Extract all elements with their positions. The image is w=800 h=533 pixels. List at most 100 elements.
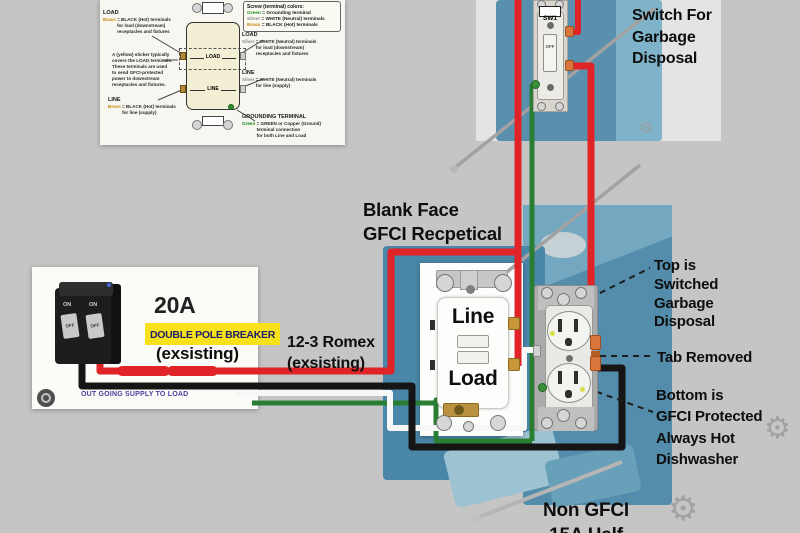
gfci-strap-screw — [466, 285, 475, 294]
gear-watermark: ⚙ — [639, 120, 654, 137]
outlet-slot — [574, 371, 578, 384]
inset-ear-screw — [192, 3, 202, 13]
outlet-strap-screw — [541, 417, 553, 429]
inset-line-text: LINE — [205, 86, 221, 92]
switch-screw — [547, 84, 554, 91]
switch-terminal — [565, 26, 574, 37]
gfci-strap-ear — [494, 274, 512, 292]
breaker-supply-note: OUT GOING SUPPLY TO LOAD — [81, 391, 189, 398]
outlet-hot-terminal-bottom — [590, 356, 601, 371]
right-box-knockout — [540, 232, 586, 258]
switch-label: Switch For Garbage Disposal — [632, 7, 712, 68]
breaker-graphic: ON ON OFF OFF — [55, 282, 123, 366]
breaker-off-label: OFF — [90, 322, 100, 329]
gfci-line-label: Line — [451, 305, 495, 328]
inset-load-left: LOAD Brass = BLACK (Hot) terminals for l… — [103, 10, 171, 35]
outlet-ground-hole — [565, 390, 572, 398]
outlet-neutral-terminal — [533, 345, 541, 357]
nail-top-head — [450, 165, 458, 173]
switch-tag: SW1 — [539, 6, 561, 22]
switch-device: SW1 OFF — [531, 0, 575, 114]
gfci-reset-button — [457, 351, 489, 364]
gfci-strap-ear — [436, 415, 452, 431]
breaker-on-label: ON — [89, 302, 98, 308]
tab-removed-note: Tab Removed — [657, 349, 753, 366]
legend-item-silver: Silver = WHITE (Neutral) terminals — [247, 16, 325, 22]
switch-tag-text: SW1 — [542, 15, 558, 22]
inset-legend: Screw (terminal) colors: Green = Groundi… — [243, 1, 341, 33]
inset-load-right: LOAD Silver = WHITE (Neutral) terminals … — [242, 32, 317, 57]
inset-ear-screw — [223, 120, 233, 130]
switch-screw — [547, 22, 554, 29]
outlet-bottom-note: Bottom is GFCI Protected Always Hot Dish… — [656, 387, 763, 468]
inset-terminal — [240, 85, 246, 93]
outlet-slot — [558, 319, 562, 332]
outlet-hot-terminal-top — [590, 335, 601, 350]
switch-toggle: OFF — [543, 34, 557, 72]
nail-bottom-head — [471, 513, 481, 523]
gfci-load-label: Load — [448, 367, 498, 390]
gear-watermark: ⚙ — [668, 490, 699, 528]
non-gfci-caption: Non GFCI 15A Half Hot — [543, 500, 629, 533]
breaker-toggle: OFF — [85, 313, 105, 339]
gfci-title: Blank Face GFCI Recpetical — [363, 199, 502, 245]
inset-receptacle-ear — [202, 116, 224, 126]
gfci-line-terminal — [508, 317, 520, 330]
duplex-outlet — [533, 283, 602, 433]
gfci-left-nub — [430, 320, 435, 330]
gfci-ground-screw — [454, 405, 464, 415]
gear-watermark: ⚙ — [764, 412, 791, 445]
gfci-left-nub — [430, 360, 435, 370]
switch-terminal — [565, 60, 574, 71]
breaker-type: DOUBLE POLE BREAKER — [150, 329, 275, 341]
inset-terminal — [240, 52, 246, 60]
inset-receptacle-ear — [202, 2, 224, 14]
inset-line-right: LINE Silver = WHITE (Neutral) terminals … — [242, 70, 317, 89]
outlet-strap-screw — [575, 417, 587, 429]
inset-ground-screw — [228, 104, 234, 110]
outlet-mount-screw — [557, 409, 570, 422]
gfci-load-terminal — [508, 358, 520, 371]
watermark-logo-ring — [41, 393, 51, 403]
inset-line-left: LINE Brass = BLACK (Hot) terminals for l… — [108, 97, 176, 116]
inset-load-text: LOAD — [203, 54, 223, 60]
outlet-indicator-dot — [550, 331, 555, 336]
switch-strap-screw — [555, 102, 564, 111]
outlet-top-note: Top is Switched Garbage Disposal — [654, 257, 719, 331]
inset-sticker-note: A (yellow) sticker typically covers the … — [112, 52, 173, 87]
outlet-slot — [558, 371, 562, 384]
gfci-test-button — [457, 335, 489, 348]
legend-item-brass: Brass = BLACK (Hot) terminals — [247, 22, 318, 28]
inset-diagram: Screw (terminal) colors: Green = Groundi… — [100, 0, 345, 145]
inset-ear-screw — [192, 120, 202, 130]
breaker-top-facet — [59, 282, 113, 296]
outlet-center-screw — [566, 355, 573, 362]
breaker-toggle: OFF — [60, 313, 80, 339]
outlet-indicator-dot — [580, 387, 585, 392]
inset-terminal — [180, 85, 186, 93]
inset-terminal — [180, 52, 186, 60]
inset-receptacle-body — [186, 22, 240, 110]
gfci-strap-ear — [490, 415, 506, 431]
legend-title: Screw (terminal) colors: — [247, 4, 304, 10]
gfci-strap-ear — [436, 274, 454, 292]
gfci-device: Line Load — [428, 265, 520, 437]
breaker-type-highlight: DOUBLE POLE BREAKER — [145, 323, 280, 345]
breaker-on-label: ON — [63, 302, 72, 308]
outlet-ground-hole — [565, 338, 572, 346]
inset-grounding: GROUNDING TERMINAL Green = GREEN or Copp… — [242, 114, 322, 139]
switch-strap-screw — [537, 102, 546, 111]
outlet-strap-screw — [575, 287, 587, 299]
breaker-amps: 20A — [154, 292, 196, 318]
outlet-strap-screw — [541, 287, 553, 299]
romex-label: 12-3 Romex (exsisting) — [287, 334, 375, 372]
breaker-status: (exsisting) — [156, 344, 239, 363]
breaker-indicator-dot — [107, 283, 111, 287]
outlet-ground-screw — [538, 383, 547, 392]
legend-item-green: Green = Grounding terminal — [247, 10, 311, 16]
switch-ground-screw — [531, 80, 540, 89]
gfci-strap-center-screw — [463, 421, 474, 432]
switch-toggle-label: OFF — [545, 44, 555, 49]
inset-ear-screw — [223, 3, 233, 13]
